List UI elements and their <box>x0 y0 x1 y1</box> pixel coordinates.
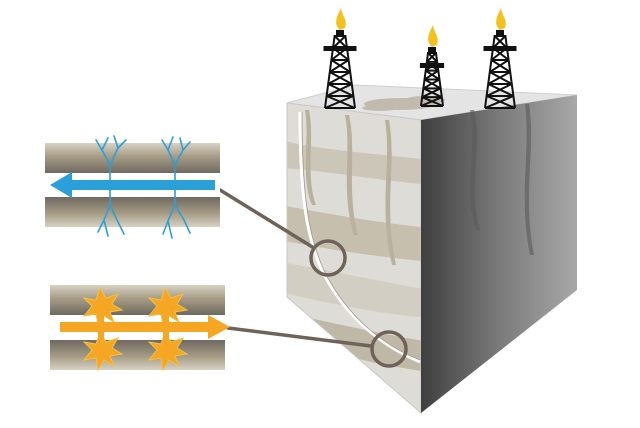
derrick-group <box>323 8 517 109</box>
stratum-3 <box>287 262 421 318</box>
derrick-icon <box>419 25 445 107</box>
flame-icon <box>428 25 438 47</box>
pipe-upper <box>50 285 225 315</box>
derrick-icon <box>483 8 517 109</box>
pipe-upper <box>45 143 220 173</box>
callout-line-top <box>218 188 316 250</box>
fluid-channel-orange <box>60 322 210 332</box>
fluid-channel-blue <box>70 180 215 190</box>
magnifier-circle-icon <box>370 330 408 368</box>
bottom-panel <box>50 285 230 372</box>
blue-arrow-icon <box>50 172 72 198</box>
magnifier-circle-icon <box>309 239 347 277</box>
callout-line-bottom <box>226 326 373 348</box>
wellbore <box>298 111 421 364</box>
orange-arrow-icon <box>208 315 230 339</box>
top-panel <box>45 135 220 239</box>
flame-icon <box>496 8 506 30</box>
flame-icon <box>336 8 346 30</box>
rock-block <box>286 84 578 415</box>
fracture-icon <box>95 135 191 239</box>
front-fissures <box>305 110 396 265</box>
stratum-1 <box>287 140 421 185</box>
derrick-icon <box>323 8 357 109</box>
block-side-face <box>421 95 577 413</box>
pipe-lower <box>50 340 225 370</box>
callouts <box>218 188 408 368</box>
pipe-lower <box>45 197 220 227</box>
side-fissures <box>470 104 534 255</box>
